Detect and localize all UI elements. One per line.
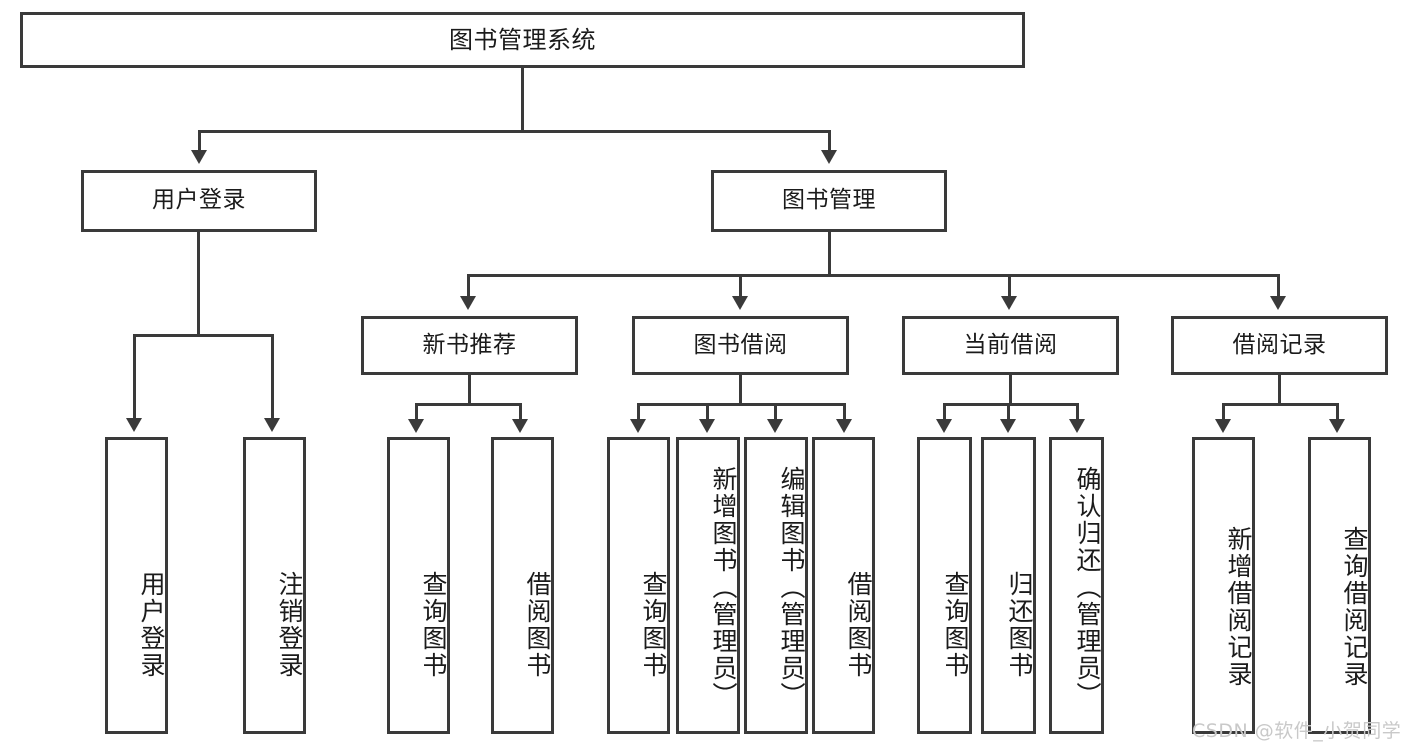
connector-new-book-stem <box>468 375 471 405</box>
connector-user-login-to-leaf-1 <box>133 334 136 419</box>
leaf-query-book-new[interactable]: 查询图书 <box>387 437 450 734</box>
connector-current-borrow-to-leaf-3 <box>1076 403 1079 420</box>
node-current-borrow[interactable]: 当前借阅 <box>902 316 1119 375</box>
connector-book-borrow-to-leaf-4 <box>843 403 846 420</box>
arrow-borrow-record-to-leaf-1 <box>1215 419 1231 433</box>
connector-borrow-record-to-leaf-1 <box>1222 403 1225 420</box>
arrow-book-mgmt-to-borrow-record <box>1270 296 1286 310</box>
arrow-borrow-record-to-leaf-2 <box>1329 419 1345 433</box>
arrow-root-to-book-mgmt <box>821 150 837 164</box>
connector-book-mgmt-to-new-book <box>467 274 470 298</box>
connector-book-mgmt-to-current-borrow <box>1008 274 1011 298</box>
connector-new-book-bar <box>415 403 522 406</box>
arrow-book-mgmt-to-current-borrow <box>1001 296 1017 310</box>
connector-root-to-book-mgmt <box>828 130 831 152</box>
arrow-root-to-user-login <box>191 150 207 164</box>
connector-current-borrow-bar <box>943 403 1079 406</box>
connector-user-login-to-leaf-2 <box>271 334 274 419</box>
leaf-query-book-current[interactable]: 查询图书 <box>917 437 972 734</box>
connector-root-stem <box>521 68 524 130</box>
connector-user-login-bar <box>133 334 273 337</box>
connector-book-borrow-to-leaf-2 <box>706 403 709 420</box>
connector-user-login-stem <box>197 232 200 336</box>
connector-book-mgmt-to-borrow-record <box>1277 274 1280 298</box>
arrow-book-mgmt-to-new-book <box>460 296 476 310</box>
arrow-current-borrow-to-leaf-2 <box>1000 419 1016 433</box>
arrow-book-borrow-to-leaf-3 <box>767 419 783 433</box>
arrow-user-login-to-leaf-1 <box>126 418 142 432</box>
node-new-book-recommend[interactable]: 新书推荐 <box>361 316 578 375</box>
leaf-return-book[interactable]: 归还图书 <box>981 437 1036 734</box>
connector-book-mgmt-bar <box>467 274 1279 277</box>
leaf-edit-book-admin[interactable]: 编辑图书（管理员） <box>744 437 808 734</box>
leaf-user-login[interactable]: 用户登录 <box>105 437 168 734</box>
arrow-current-borrow-to-leaf-3 <box>1069 419 1085 433</box>
leaf-borrow-book-new[interactable]: 借阅图书 <box>491 437 554 734</box>
arrow-book-borrow-to-leaf-1 <box>630 419 646 433</box>
connector-book-mgmt-to-book-borrow <box>739 274 742 298</box>
connector-book-borrow-stem <box>739 375 742 405</box>
connector-borrow-record-to-leaf-2 <box>1336 403 1339 420</box>
arrow-new-book-to-leaf-2 <box>512 419 528 433</box>
node-book-management[interactable]: 图书管理 <box>711 170 947 232</box>
node-borrow-record[interactable]: 借阅记录 <box>1171 316 1388 375</box>
leaf-add-book-admin[interactable]: 新增图书（管理员） <box>676 437 740 734</box>
connector-new-book-to-leaf-1 <box>415 403 418 420</box>
connector-borrow-record-bar <box>1222 403 1339 406</box>
connector-current-borrow-to-leaf-2 <box>1007 403 1010 420</box>
leaf-borrow-book[interactable]: 借阅图书 <box>812 437 875 734</box>
arrow-book-mgmt-to-book-borrow <box>732 296 748 310</box>
node-root-system[interactable]: 图书管理系统 <box>20 12 1025 68</box>
leaf-query-borrow-record[interactable]: 查询借阅记录 <box>1308 437 1371 734</box>
connector-book-mgmt-stem <box>828 232 831 276</box>
leaf-logout[interactable]: 注销登录 <box>243 437 306 734</box>
connector-new-book-to-leaf-2 <box>519 403 522 420</box>
connector-book-borrow-to-leaf-1 <box>637 403 640 420</box>
arrow-current-borrow-to-leaf-1 <box>936 419 952 433</box>
leaf-query-book-borrow[interactable]: 查询图书 <box>607 437 670 734</box>
arrow-new-book-to-leaf-1 <box>408 419 424 433</box>
connector-root-to-user-login <box>198 130 201 152</box>
connector-current-borrow-to-leaf-1 <box>943 403 946 420</box>
connector-book-borrow-bar <box>637 403 846 406</box>
arrow-book-borrow-to-leaf-2 <box>699 419 715 433</box>
arrow-book-borrow-to-leaf-4 <box>836 419 852 433</box>
connector-book-borrow-to-leaf-3 <box>774 403 777 420</box>
connector-root-bar <box>198 130 831 133</box>
leaf-confirm-return-admin[interactable]: 确认归还（管理员） <box>1049 437 1104 734</box>
arrow-user-login-to-leaf-2 <box>264 418 280 432</box>
connector-current-borrow-stem <box>1009 375 1012 405</box>
node-book-borrow[interactable]: 图书借阅 <box>632 316 849 375</box>
connector-borrow-record-stem <box>1278 375 1281 405</box>
leaf-add-borrow-record[interactable]: 新增借阅记录 <box>1192 437 1255 734</box>
node-user-login[interactable]: 用户登录 <box>81 170 317 232</box>
